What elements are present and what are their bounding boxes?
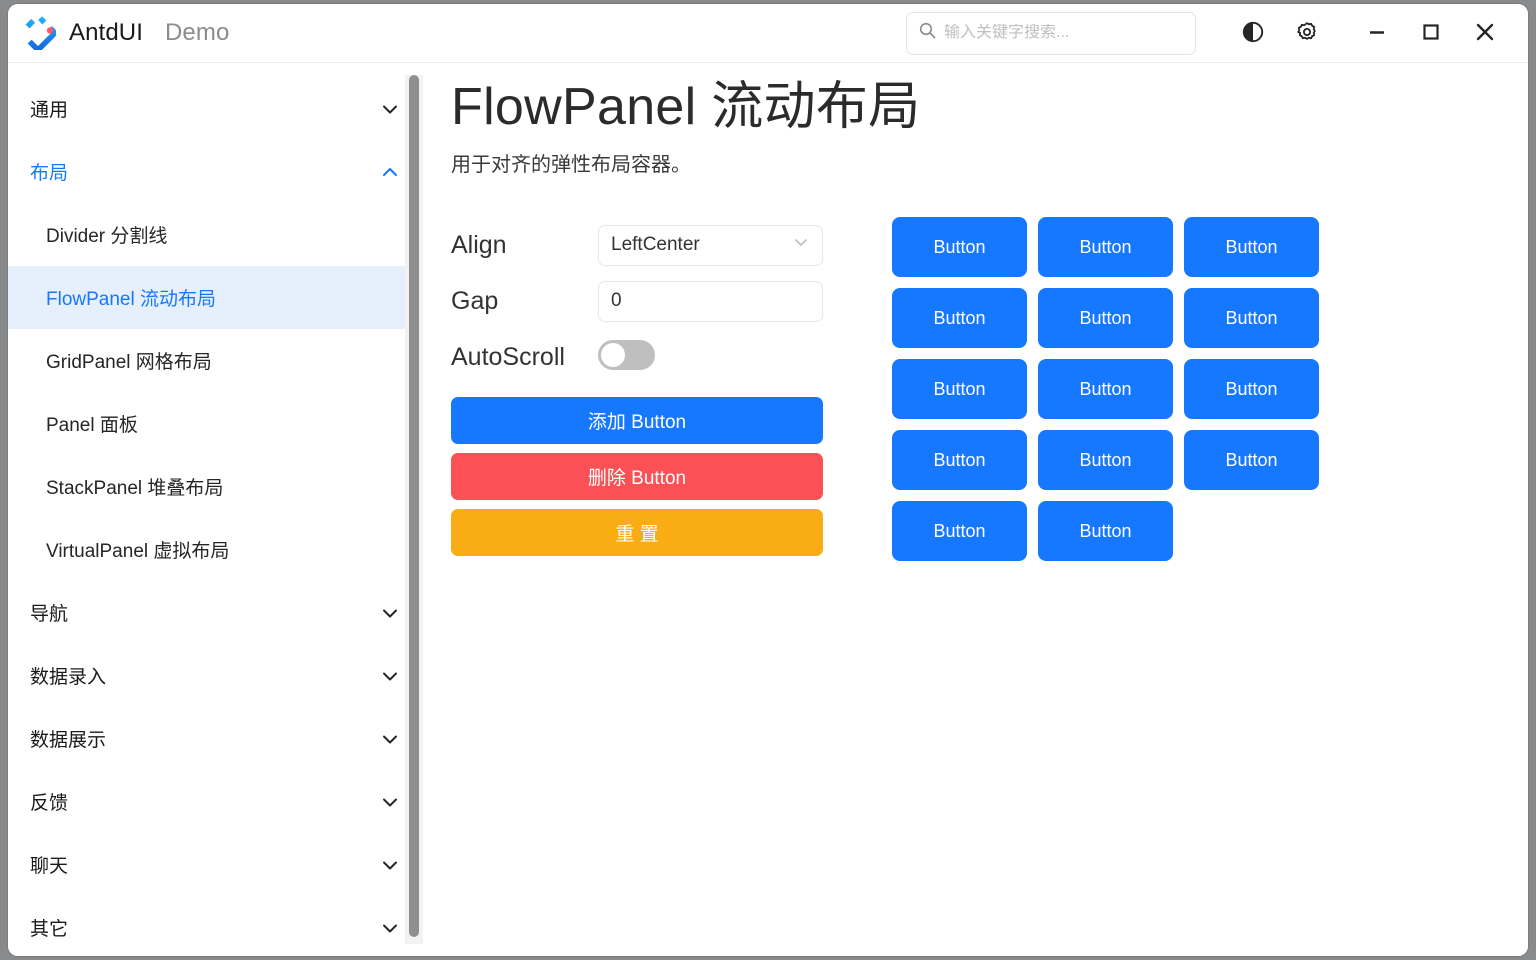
sidebar-group-label: 反馈 xyxy=(30,793,69,814)
maximize-icon xyxy=(1420,21,1442,46)
sidebar-group-label: 导航 xyxy=(30,604,69,625)
close-button[interactable] xyxy=(1458,11,1512,55)
flow-button[interactable]: Button xyxy=(1038,359,1173,420)
chevron-down-icon xyxy=(379,791,401,813)
app-window: AntdUI Demo xyxy=(8,4,1528,956)
chevron-down-icon xyxy=(379,728,401,750)
body-split: 通用 布局 Divider 分割线 FlowPanel 流动布局 GridPan… xyxy=(8,63,1528,956)
close-icon xyxy=(1473,20,1497,47)
antd-logo-icon xyxy=(19,14,57,52)
sidebar-group-label: 聊天 xyxy=(30,856,69,877)
flow-button[interactable]: Button xyxy=(892,217,1027,278)
flow-button[interactable]: Button xyxy=(892,501,1027,562)
app-subtitle: Demo xyxy=(164,19,230,46)
gap-input[interactable]: 0 xyxy=(598,280,823,322)
flow-button[interactable]: Button xyxy=(1038,430,1173,491)
toggle-knob xyxy=(601,342,625,367)
flow-button[interactable]: Button xyxy=(892,288,1027,349)
sidebar-scroll-region: 通用 布局 Divider 分割线 FlowPanel 流动布局 GridPan… xyxy=(8,63,423,956)
flow-button[interactable]: Button xyxy=(1038,217,1173,278)
align-select[interactable]: LeftCenter xyxy=(598,224,823,266)
flow-button[interactable]: Button xyxy=(1184,217,1319,278)
gap-label: Gap xyxy=(451,286,499,315)
sidebar-group-chat[interactable]: 聊天 xyxy=(8,833,423,896)
align-field: LeftCenter xyxy=(598,224,823,266)
chevron-down-icon xyxy=(379,665,401,687)
sidebar-group-other[interactable]: 其它 xyxy=(8,896,423,956)
autoscroll-toggle[interactable] xyxy=(598,339,655,370)
maximize-button[interactable] xyxy=(1404,11,1458,55)
search-box[interactable] xyxy=(906,11,1196,55)
chevron-down-icon xyxy=(379,854,401,876)
sidebar-item-virtualpanel[interactable]: VirtualPanel 虚拟布局 xyxy=(46,541,230,562)
sidebar-item-panel[interactable]: Panel 面板 xyxy=(46,415,138,436)
flow-button[interactable]: Button xyxy=(892,359,1027,420)
sidebar-group-feedback[interactable]: 反馈 xyxy=(8,770,423,833)
search-input[interactable] xyxy=(944,24,1183,42)
page-subtitle: 用于对齐的弹性布局容器。 xyxy=(451,154,691,177)
align-row: Align LeftCenter xyxy=(451,217,823,273)
flow-button[interactable]: Button xyxy=(1038,288,1173,349)
sidebar-item-flowpanel[interactable]: FlowPanel 流动布局 xyxy=(8,266,423,329)
align-label: Align xyxy=(451,230,507,259)
minimize-button[interactable] xyxy=(1350,11,1404,55)
half-circle-icon xyxy=(1241,20,1265,47)
autoscroll-row: AutoScroll xyxy=(451,329,823,385)
gap-row: Gap 0 xyxy=(451,273,823,329)
sidebar-item-stackpanel[interactable]: StackPanel 堆叠布局 xyxy=(46,478,224,499)
theme-toggle-button[interactable] xyxy=(1226,11,1280,55)
sidebar-group-label: 布局 xyxy=(30,163,69,184)
title-bar: AntdUI Demo xyxy=(8,4,1528,63)
app-title: AntdUI xyxy=(69,19,143,46)
sidebar-group-label: 数据录入 xyxy=(30,667,107,688)
control-panel: Align LeftCenter Gap xyxy=(451,217,823,561)
reset-button-action[interactable]: 重 置 xyxy=(451,509,823,557)
sidebar-group-label: 通用 xyxy=(30,100,69,121)
minimize-icon xyxy=(1366,21,1388,46)
flow-button[interactable]: Button xyxy=(892,430,1027,491)
sidebar-scrollbar-thumb[interactable] xyxy=(409,75,419,937)
gap-value: 0 xyxy=(611,290,622,312)
search-icon xyxy=(919,22,936,44)
sidebar-group-label: 数据展示 xyxy=(30,730,107,751)
sidebar-group-data-entry[interactable]: 数据录入 xyxy=(8,644,423,707)
sidebar-group-general[interactable]: 通用 xyxy=(8,77,423,140)
demo-area: Align LeftCenter Gap xyxy=(451,217,1528,562)
sidebar-group-layout[interactable]: 布局 xyxy=(8,140,423,203)
chevron-down-icon xyxy=(379,917,401,939)
sidebar-group-navigation[interactable]: 导航 xyxy=(8,581,423,644)
sidebar: 通用 布局 Divider 分割线 FlowPanel 流动布局 GridPan… xyxy=(8,63,423,956)
sidebar-scrollbar-track[interactable] xyxy=(405,75,423,944)
app-brand: AntdUI Demo xyxy=(8,14,230,52)
gear-icon xyxy=(1295,20,1319,47)
chevron-down-icon xyxy=(379,98,401,120)
flow-button[interactable]: Button xyxy=(1184,430,1319,491)
settings-button[interactable] xyxy=(1280,11,1334,55)
add-button-action[interactable]: 添加 Button xyxy=(451,397,823,445)
gap-field: 0 xyxy=(598,280,823,322)
sidebar-item-divider[interactable]: Divider 分割线 xyxy=(46,226,168,247)
chevron-up-icon xyxy=(379,161,401,183)
flow-button[interactable]: Button xyxy=(1038,501,1173,562)
align-selected-value: LeftCenter xyxy=(611,234,700,256)
main-content: FlowPanel 流动布局 用于对齐的弹性布局容器。 Align LeftCe… xyxy=(423,63,1528,956)
sidebar-group-label: 其它 xyxy=(30,919,69,940)
remove-button-action[interactable]: 删除 Button xyxy=(451,453,823,501)
chevron-down-icon xyxy=(379,602,401,624)
flow-button[interactable]: Button xyxy=(1184,288,1319,349)
page-title: FlowPanel 流动布局 xyxy=(451,78,921,136)
flow-button[interactable]: Button xyxy=(1184,359,1319,420)
chevron-down-icon xyxy=(792,233,810,257)
autoscroll-field xyxy=(598,339,823,375)
autoscroll-label: AutoScroll xyxy=(451,342,565,371)
sidebar-item-gridpanel[interactable]: GridPanel 网格布局 xyxy=(46,352,212,373)
sidebar-group-data-display[interactable]: 数据展示 xyxy=(8,707,423,770)
